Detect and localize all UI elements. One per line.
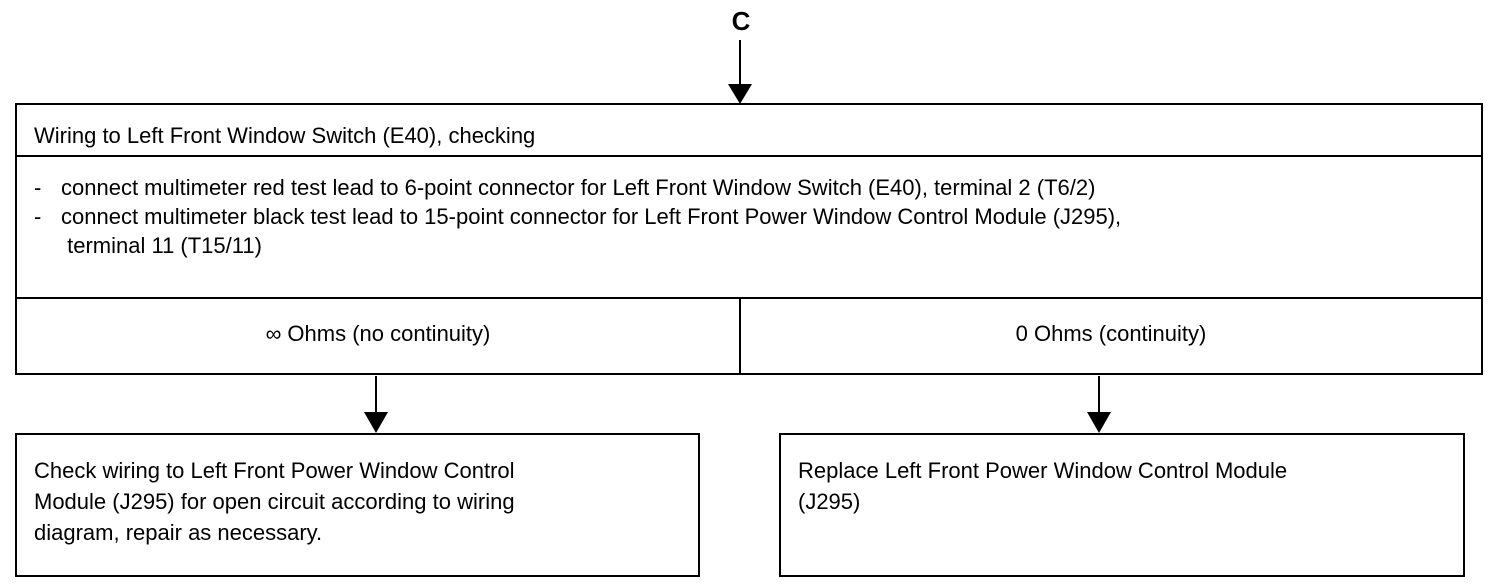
check-title: Wiring to Left Front Window Switch (E40)… bbox=[34, 123, 536, 148]
check-procedure-box: Wiring to Left Front Window Switch (E40)… bbox=[15, 103, 1483, 375]
step-text: connect multimeter black test lead to 15… bbox=[61, 204, 1122, 258]
action-text-check-wiring: Check wiring to Left Front Power Window … bbox=[34, 458, 515, 545]
arrowhead-right bbox=[1087, 412, 1111, 433]
step-item: - connect multimeter red test lead to 6-… bbox=[34, 173, 1454, 202]
arrowhead-top bbox=[728, 84, 752, 104]
action-box-check-wiring: Check wiring to Left Front Power Window … bbox=[15, 433, 700, 577]
result-continuity: 0 Ohms (continuity) bbox=[1015, 321, 1207, 346]
action-text-replace-module: Replace Left Front Power Window Control … bbox=[798, 458, 1288, 514]
check-steps: - connect multimeter red test lead to 6-… bbox=[17, 157, 1481, 299]
step-bullet: - bbox=[34, 204, 42, 229]
result-row: ∞ Ohms (no continuity) 0 Ohms (continuit… bbox=[17, 299, 1481, 373]
result-no-continuity: ∞ Ohms (no continuity) bbox=[265, 321, 491, 346]
step-bullet: - bbox=[34, 175, 42, 200]
step-text: connect multimeter red test lead to 6-po… bbox=[61, 175, 1096, 200]
action-box-replace-module: Replace Left Front Power Window Control … bbox=[779, 433, 1465, 577]
arrowhead-left bbox=[364, 412, 388, 433]
connector-label: C bbox=[731, 6, 751, 36]
result-divider bbox=[739, 299, 741, 373]
check-title-row: Wiring to Left Front Window Switch (E40)… bbox=[17, 105, 1481, 157]
step-item: - connect multimeter black test lead to … bbox=[34, 202, 1454, 260]
